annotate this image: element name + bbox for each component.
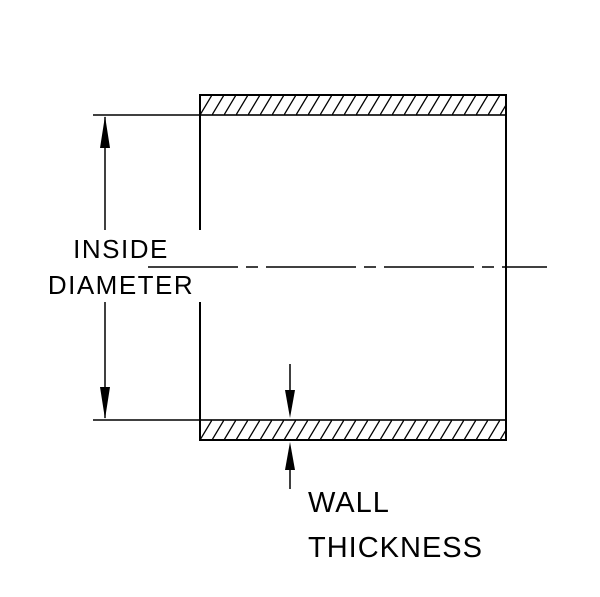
wall-thickness-label-line2: THICKNESS xyxy=(308,532,483,564)
top-wall-hatch xyxy=(199,94,507,116)
arrow-up-icon xyxy=(285,442,295,470)
arrow-up-icon xyxy=(100,116,110,148)
arrow-down-icon xyxy=(285,390,295,418)
wall-thickness-label-line1: WALL xyxy=(308,487,390,519)
inside-diameter-label-mask xyxy=(40,230,206,302)
bottom-wall-hatch xyxy=(199,419,507,441)
inside-diameter-label-line2: DIAMETER xyxy=(48,270,194,300)
inside-diameter-label-line1: INSIDE xyxy=(73,234,169,264)
arrow-down-icon xyxy=(100,387,110,419)
